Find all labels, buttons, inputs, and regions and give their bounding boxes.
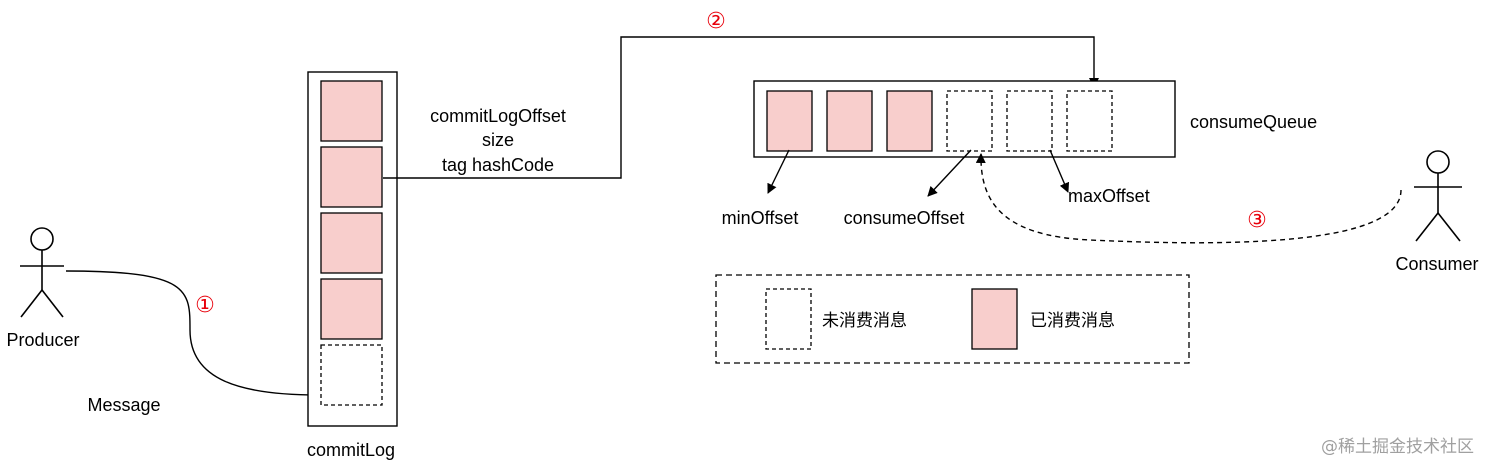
step-2-marker: ② <box>706 9 726 34</box>
commit-log-slot-consumed <box>320 212 383 274</box>
consumer-actor-icon <box>1414 150 1462 242</box>
message-flow-arrow <box>65 270 320 400</box>
message-label: Message <box>87 395 160 415</box>
tag-hashcode-field: tag hashCode <box>442 155 554 175</box>
consume-queue-slot-consumed <box>886 90 933 152</box>
consume-queue-label: consumeQueue <box>1190 112 1317 132</box>
legend-consumed-label: 已消费消息 <box>1030 311 1115 331</box>
legend-unconsumed-swatch <box>765 288 812 350</box>
commit-log-slots <box>320 80 383 406</box>
consumer-label: Consumer <box>1395 254 1478 274</box>
min-offset-label: minOffset <box>722 208 799 228</box>
commit-log-offset-field: commitLogOffset <box>430 106 566 126</box>
consume-queue-slot-consumed <box>766 90 813 152</box>
watermark: @稀土掘金技术社区 <box>1321 437 1474 457</box>
legend-unconsumed-label: 未消费消息 <box>822 311 907 331</box>
commit-log-slot-consumed <box>320 80 383 142</box>
producer-label: Producer <box>6 330 79 350</box>
commit-log-slot-consumed <box>320 146 383 208</box>
max-offset-arrow <box>1049 149 1070 193</box>
max-offset-label: maxOffset <box>1068 186 1150 206</box>
consumer-pull-arrow <box>975 153 1402 244</box>
commit-log-slot-consumed <box>320 278 383 340</box>
step-1-marker: ① <box>195 293 215 318</box>
consume-offset-arrow <box>927 149 972 197</box>
consume-queue-slot-empty <box>1066 90 1113 152</box>
min-offset-arrow <box>767 149 790 194</box>
consume-offset-label: consumeOffset <box>844 208 965 228</box>
consume-queue-slots <box>766 90 1113 152</box>
size-field: size <box>482 130 514 150</box>
consume-queue-slot-empty <box>1006 90 1053 152</box>
index-dispatch-arrow <box>383 36 1099 179</box>
producer-actor-icon <box>20 227 64 318</box>
step-3-marker: ③ <box>1247 208 1267 233</box>
commit-log-label: commitLog <box>307 440 395 460</box>
legend-consumed-swatch <box>971 288 1018 350</box>
commit-log-slot-empty <box>320 344 383 406</box>
consume-queue-slot-consumed <box>826 90 873 152</box>
consume-queue-slot-empty <box>946 90 993 152</box>
